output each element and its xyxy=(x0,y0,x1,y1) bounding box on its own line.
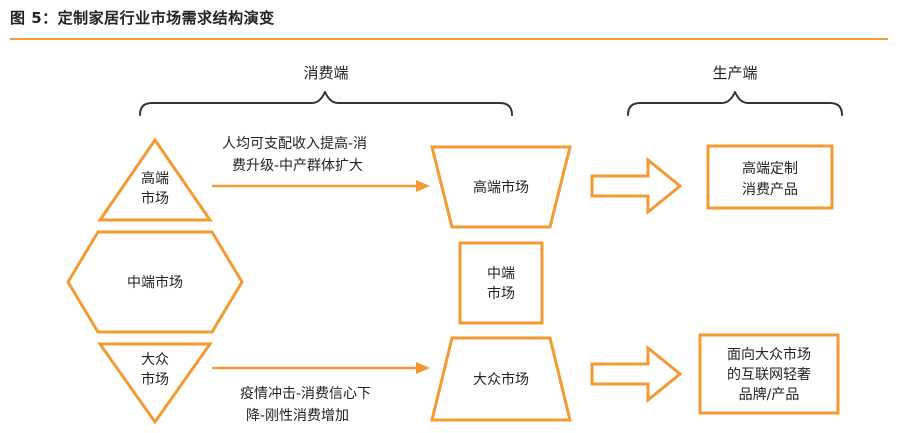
high-end-product-line2: 消费产品 xyxy=(742,182,798,198)
title-divider xyxy=(10,38,888,40)
high-end-market-triangle: 高端 市场 xyxy=(97,137,213,222)
mass-product-line3: 品牌/产品 xyxy=(739,386,800,403)
mass-market-trapezoid: 大众市场 xyxy=(430,336,572,422)
consumer-side-label: 消费端 xyxy=(303,64,348,82)
producer-brace xyxy=(627,91,843,116)
mass-trapezoid-label: 大众市场 xyxy=(473,371,529,388)
mid-end-hexagon-label: 中端市场 xyxy=(127,274,183,291)
high-end-product-line1: 高端定制 xyxy=(742,160,798,177)
mass-triangle-line2: 市场 xyxy=(141,371,169,388)
producer-side-label: 生产端 xyxy=(712,64,757,82)
lower-transition-arrow: 疫情冲击-消费信心下 降-刚性消费增加 xyxy=(212,362,430,424)
mid-end-box-line2: 市场 xyxy=(487,285,515,302)
high-end-product-box: 高端定制 消费产品 xyxy=(706,144,834,210)
mid-end-market-box: 中端 市场 xyxy=(458,241,544,325)
consumer-brace xyxy=(139,91,513,116)
upper-arrow-caption-line2: 费升级-中产群体扩大 xyxy=(232,158,363,174)
lower-arrow-caption-line2: 降-刚性消费增加 xyxy=(246,408,349,424)
upper-transition-arrow: 人均可支配收入提高-消 费升级-中产群体扩大 xyxy=(212,135,430,192)
mass-product-line1: 面向大众市场 xyxy=(727,346,811,363)
lower-arrow-caption-line1: 疫情冲击-消费信心下 xyxy=(240,386,371,402)
mid-end-market-hexagon: 中端市场 xyxy=(66,230,244,334)
mass-triangle-line1: 大众 xyxy=(141,352,169,368)
mass-market-triangle: 大众 市场 xyxy=(97,342,213,425)
mass-product-line2: 的互联网轻奢 xyxy=(727,367,811,383)
high-end-market-trapezoid: 高端市场 xyxy=(430,145,572,229)
mid-end-box-line1: 中端 xyxy=(487,266,515,282)
high-end-trapezoid-label: 高端市场 xyxy=(473,179,529,196)
lower-block-arrow xyxy=(590,344,683,404)
high-end-triangle-line2: 市场 xyxy=(141,190,169,207)
upper-block-arrow xyxy=(590,156,683,216)
mass-product-box: 面向大众市场 的互联网轻奢 品牌/产品 xyxy=(698,333,840,415)
figure-title: 图 5：定制家居行业市场需求结构演变 xyxy=(10,9,275,27)
upper-arrow-caption-line1: 人均可支配收入提高-消 xyxy=(222,135,367,152)
high-end-triangle-line1: 高端 xyxy=(141,170,169,187)
